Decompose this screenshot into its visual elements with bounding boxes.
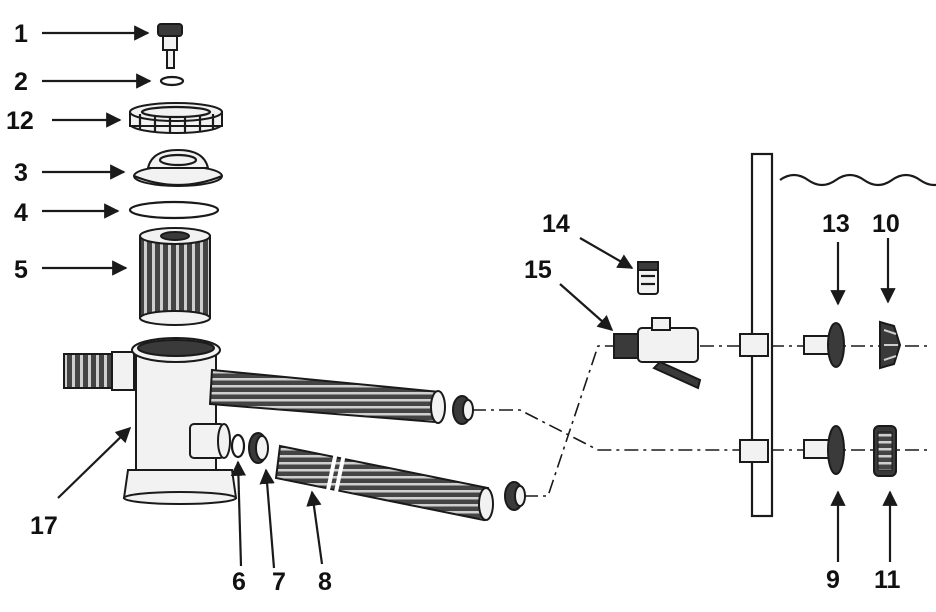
label-12: 12 bbox=[6, 107, 34, 135]
arrow-6 bbox=[230, 460, 247, 567]
hose-fitting-upper bbox=[452, 395, 474, 425]
label-9: 9 bbox=[826, 566, 840, 594]
part-1-air-release-valve bbox=[157, 23, 183, 69]
part-17-pump-housing bbox=[63, 337, 238, 505]
label-5: 5 bbox=[14, 256, 28, 284]
part-15-plunger-valve bbox=[613, 317, 702, 390]
part-7-hose-nut bbox=[248, 432, 269, 464]
label-2: 2 bbox=[14, 68, 28, 96]
connection-line-upper bbox=[472, 409, 740, 451]
part-14-valve-cap bbox=[637, 261, 659, 295]
wall-fitting-lower bbox=[739, 439, 769, 463]
arrow-8 bbox=[306, 490, 324, 565]
part-6-o-ring bbox=[230, 433, 246, 459]
label-14: 14 bbox=[542, 210, 570, 238]
label-11: 11 bbox=[874, 566, 901, 594]
label-10: 10 bbox=[872, 210, 900, 238]
arrow-15 bbox=[559, 283, 614, 332]
arrow-7 bbox=[259, 468, 276, 569]
wall-fitting-upper bbox=[739, 333, 769, 357]
label-6: 6 bbox=[232, 568, 246, 596]
part-12-lid-nut bbox=[129, 102, 223, 134]
part-9-outlet-connector bbox=[803, 425, 845, 475]
label-4: 4 bbox=[14, 199, 28, 227]
connection-line-lower bbox=[524, 345, 616, 497]
label-13: 13 bbox=[822, 210, 850, 238]
label-3: 3 bbox=[14, 159, 28, 187]
arrow-17 bbox=[57, 426, 132, 499]
part-4-o-ring bbox=[128, 200, 220, 220]
label-7: 7 bbox=[272, 568, 286, 596]
part-10-nozzle bbox=[879, 320, 902, 370]
water-surface bbox=[779, 173, 936, 187]
hose-fitting-lower bbox=[504, 481, 526, 511]
part-8-hose-lower bbox=[274, 444, 494, 522]
part-5-filter-cartridge bbox=[139, 227, 211, 326]
part-2-o-ring bbox=[159, 75, 185, 87]
part-11-strainer-grid bbox=[873, 425, 897, 477]
label-15: 15 bbox=[524, 256, 552, 284]
part-13-inlet-connector bbox=[803, 322, 845, 368]
hose-upper bbox=[208, 368, 446, 424]
label-8: 8 bbox=[318, 568, 332, 596]
arrow-14 bbox=[579, 237, 634, 269]
label-17: 17 bbox=[30, 512, 58, 540]
label-1: 1 bbox=[14, 20, 28, 48]
part-3-lid bbox=[133, 148, 223, 187]
